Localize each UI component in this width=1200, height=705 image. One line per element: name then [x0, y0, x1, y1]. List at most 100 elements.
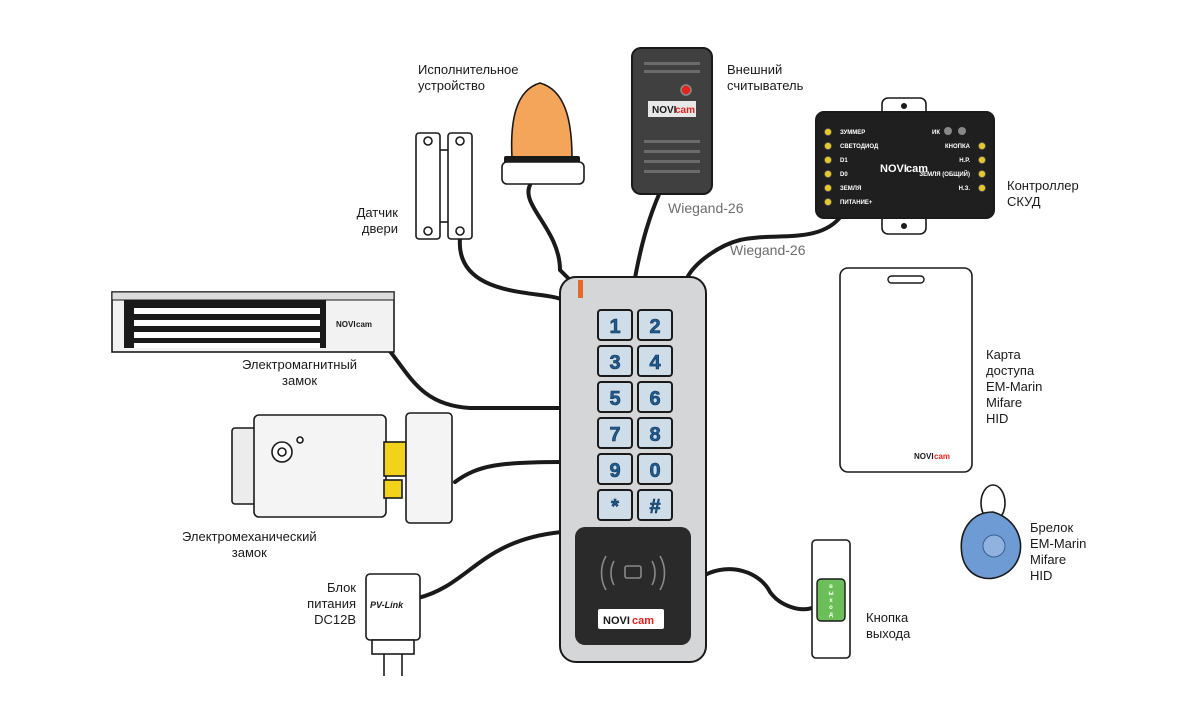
terminal-power: ПИТАНИЕ+: [840, 200, 873, 206]
em-mech-lock-label-line2: замок: [231, 545, 267, 560]
wire-em-lock: [383, 343, 564, 410]
electromechanical-lock: [231, 412, 453, 524]
door-sensor-label-line1: Датчик: [356, 205, 398, 220]
keypad-key-face[interactable]: [637, 489, 673, 521]
wire-external-reader: [633, 190, 662, 280]
wire-exit-button: [703, 567, 814, 612]
keypad-key[interactable]: 6: [637, 381, 673, 413]
terminal-buzzer: ЗУММЕР: [840, 130, 865, 136]
key-fob-label-line2: EM-Marin: [1030, 536, 1087, 551]
terminal-ir: ИК: [932, 130, 940, 136]
wires: [383, 183, 844, 612]
electromagnetic-lock: NOVI cam: [111, 291, 395, 353]
exit-button-label-line1: Кнопка: [866, 610, 909, 625]
keypad-key-label: 9: [609, 460, 620, 482]
keypad-key-label: 2: [649, 316, 660, 338]
key-fob-label: Брелок EM-Marin Mifare HID: [1030, 520, 1086, 584]
actuator-label-line2: устройство: [418, 78, 485, 93]
keypad-key-label: 7: [609, 424, 620, 446]
keypad-key-label: 6: [649, 388, 660, 410]
key-fob: [960, 484, 1022, 580]
power-supply: PV-Link: [365, 573, 421, 676]
keypad-key-face[interactable]: [597, 345, 633, 377]
controller-label: Контроллер СКУД: [1007, 178, 1079, 210]
power-supply-label-line1: Блок: [326, 580, 356, 595]
reader-logo-accent: cam: [675, 105, 695, 116]
exit-button-letter: д: [829, 612, 833, 618]
wire-door-sensor: [457, 236, 565, 302]
access-card: NOVI cam: [839, 267, 973, 473]
wire-em-mech-lock: [453, 460, 564, 484]
em-lock-label-line1: Электромагнитный: [242, 357, 358, 372]
power-supply-label: Блок питания DC12В: [280, 580, 356, 628]
keypad-key[interactable]: 9: [597, 453, 633, 485]
keypad-key-face[interactable]: [637, 417, 673, 449]
key-fob-label-line4: HID: [1030, 568, 1053, 583]
keypad-key-face[interactable]: [597, 309, 633, 341]
controller-logo: NOVI: [880, 163, 907, 175]
external-reader-label: Внешний считыватель: [727, 62, 803, 94]
keypad-key[interactable]: *: [597, 489, 633, 521]
access-card-label-line3: EM-Marin: [986, 379, 1043, 394]
exit-button: выход: [811, 539, 851, 659]
keypad-key-label: 1: [609, 316, 620, 338]
controller-label-line1: Контроллер: [1007, 178, 1079, 193]
exit-button-letter: ы: [828, 591, 833, 597]
keypad-key-label: 3: [609, 352, 620, 374]
keypad-key-face[interactable]: [597, 489, 633, 521]
keypad-key-face[interactable]: [637, 453, 673, 485]
keypad-key-face[interactable]: [597, 453, 633, 485]
keypad-key[interactable]: #: [637, 489, 673, 521]
keypad-key-face[interactable]: [597, 381, 633, 413]
keypad-key[interactable]: 4: [637, 345, 673, 377]
door-sensor: [415, 132, 473, 240]
terminal-common: ЗЕМЛЯ (ОБЩИЙ): [919, 170, 970, 178]
keypad-key-face[interactable]: [597, 417, 633, 449]
terminal-led: СВЕТОДИОД: [840, 144, 879, 150]
door-sensor-label-line2: двери: [361, 221, 398, 236]
keypad-key-label: 5: [609, 388, 620, 410]
keypad-key[interactable]: 1: [597, 309, 633, 341]
keypad-key-label: *: [611, 496, 619, 518]
wire-controller: [685, 213, 844, 280]
external-reader-label-line2: считыватель: [727, 78, 804, 93]
card-logo-accent: cam: [934, 452, 950, 461]
exit-button-label: Кнопка выхода: [866, 610, 910, 642]
keypad-key[interactable]: 2: [637, 309, 673, 341]
actuator-label-line1: Исполнительное: [418, 62, 519, 77]
external-reader: NOVI cam: [631, 47, 713, 195]
em-mech-lock-label-line1: Электромеханический: [182, 529, 317, 544]
em-lock-label: Электромагнитный замок: [242, 357, 357, 389]
card-logo: NOVI: [914, 452, 934, 461]
keypad-key-face[interactable]: [637, 345, 673, 377]
wiegand-reader-label: Wiegand-26: [668, 200, 744, 216]
keypad-key[interactable]: 0: [637, 453, 673, 485]
beacon-actuator: [501, 82, 585, 185]
key-fob-label-line3: Mifare: [1030, 552, 1067, 567]
keypad-key[interactable]: 5: [597, 381, 633, 413]
keypad-key-face[interactable]: [637, 309, 673, 341]
controller-label-line2: СКУД: [1007, 194, 1041, 209]
terminal-d0: D0: [840, 172, 848, 178]
keypad-key-face[interactable]: [637, 381, 673, 413]
em-mech-lock-label: Электромеханический замок: [182, 529, 317, 561]
keypad-key-label: 4: [649, 352, 661, 374]
keypad-key[interactable]: 3: [597, 345, 633, 377]
power-supply-label-line3: DC12В: [314, 612, 356, 627]
access-card-label-line5: HID: [986, 411, 1009, 426]
keypad-key[interactable]: 8: [637, 417, 673, 449]
key-fob-label-line1: Брелок: [1030, 520, 1074, 535]
access-card-label-line1: Карта: [986, 347, 1021, 362]
door-sensor-label: Датчик двери: [330, 205, 398, 237]
actuator-label: Исполнительное устройство: [418, 62, 518, 94]
reader-logo: NOVI: [652, 105, 677, 116]
exit-button-letter: х: [829, 598, 833, 604]
power-brand: PV-Link: [370, 600, 404, 610]
exit-button-letter: в: [829, 584, 833, 590]
keypad-logo-accent: cam: [632, 615, 654, 627]
wiegand-controller-label: Wiegand-26: [730, 242, 806, 258]
keypad-key[interactable]: 7: [597, 417, 633, 449]
access-card-label-line2: доступа: [986, 363, 1035, 378]
